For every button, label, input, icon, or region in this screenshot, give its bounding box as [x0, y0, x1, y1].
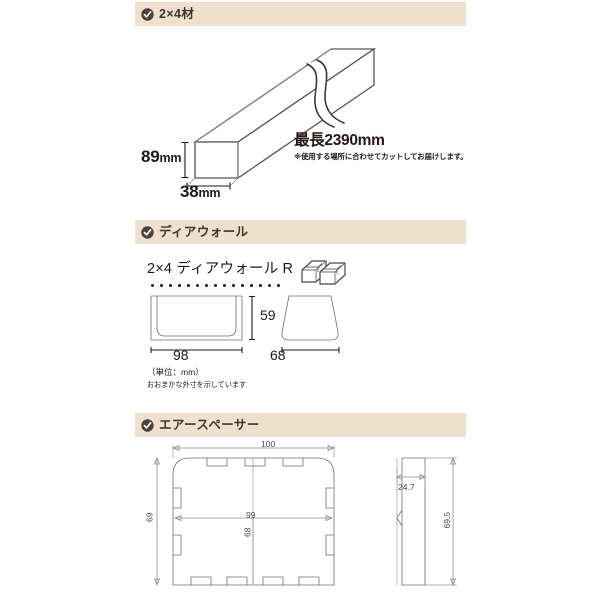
airspacer-thickness-label: 24.7	[398, 482, 415, 492]
cap-pair-icon	[301, 260, 346, 285]
airspacer-inner-width-label: 99	[246, 510, 256, 520]
airspacer-side-height-label: 69.5	[442, 511, 453, 529]
check-circle-icon	[141, 7, 154, 21]
diawall-height-dimension: 59	[260, 307, 276, 323]
section-title-airspacer: エアースペーサー	[159, 417, 260, 432]
airspacer-drawings	[153, 444, 457, 587]
section-header-lumber: 2×4材	[135, 2, 466, 26]
diawall-drawings	[150, 295, 340, 353]
section-header-diawall: ディアウォール	[135, 220, 466, 244]
diawall-width-dimension: 98	[173, 347, 189, 363]
section-title-diawall: ディアウォール	[159, 224, 249, 239]
lumber-length-label: 最長2390mm	[294, 132, 385, 149]
diawall-product-name: 2×4 ディアウォール R	[147, 261, 294, 277]
section-header-airspacer: エアースペーサー	[135, 413, 466, 437]
airspacer-overall-width-label: 100	[261, 439, 276, 449]
diawall-unit-note: （単位：mm）	[147, 367, 204, 377]
lumber-cut-note: ※使用する場所に合わせてカットしてお届けします。	[294, 152, 468, 161]
lumber-width-dimension: 38mm	[180, 182, 221, 201]
lumber-diagram	[181, 47, 377, 190]
airspacer-overall-height-label: 69	[144, 512, 155, 522]
diawall-side-width-dimension: 68	[270, 347, 286, 363]
diawall-approx-note: おおまかな外寸を示しています	[147, 380, 247, 389]
product-name-underline	[148, 284, 280, 287]
check-circle-icon	[141, 225, 154, 239]
section-title-lumber: 2×4材	[159, 6, 195, 21]
airspacer-inner-height-label: 68	[242, 527, 253, 537]
check-circle-icon	[141, 418, 154, 432]
lumber-height-dimension: 89mm	[141, 147, 182, 166]
